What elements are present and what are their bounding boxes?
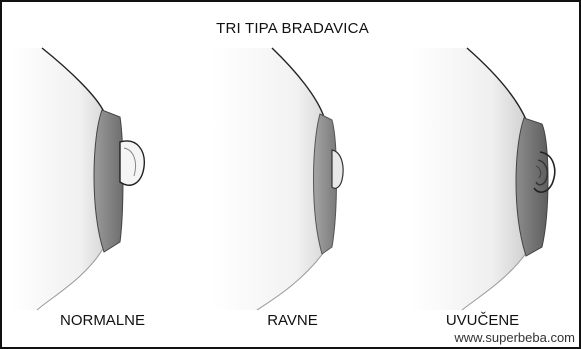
label-inverted: UVUČENE — [392, 312, 573, 329]
figure-title: TRI TIPA BRADAVICA — [2, 20, 581, 37]
normal-nipple-illustration — [12, 42, 193, 312]
flat-nipple-illustration — [202, 42, 383, 312]
panel-inverted — [392, 42, 573, 312]
inverted-nipple-illustration — [392, 42, 573, 312]
panel-flat — [202, 42, 383, 312]
label-flat: RAVNE — [202, 312, 383, 329]
watermark: www.superbeba.com — [454, 330, 575, 345]
panel-normal — [12, 42, 193, 312]
label-normal: NORMALNE — [12, 312, 193, 329]
